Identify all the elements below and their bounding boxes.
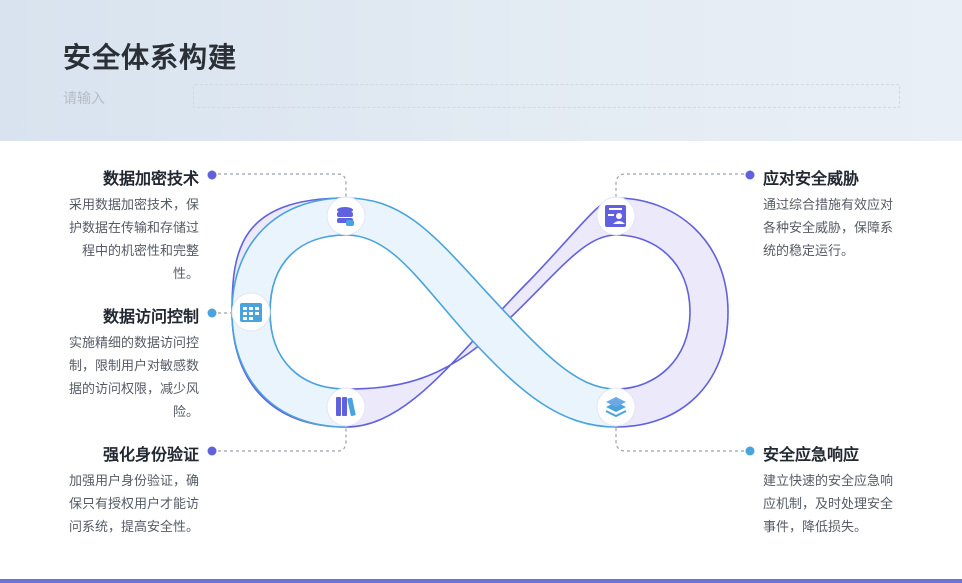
database-icon [326, 196, 366, 236]
connector-1 [218, 173, 347, 198]
bullet-dot-2 [207, 308, 217, 318]
item-title-access-control: 数据访问控制 [102, 307, 199, 326]
books-icon [326, 387, 366, 427]
bottom-accent-bar [0, 579, 962, 583]
bullet-dot-4 [745, 170, 755, 180]
item-desc-emergency: 建立快速的安全应急响应机制，及时处理安全事件，降低损失。 [763, 474, 894, 535]
subtitle-placeholder[interactable]: 请输入 [63, 91, 105, 107]
connectors [218, 173, 744, 452]
item-title-emergency: 安全应急响应 [763, 445, 860, 464]
item-title-threats: 应对安全威胁 [763, 169, 860, 188]
calendar-grid-icon [231, 292, 271, 332]
bullet-dot-5 [745, 446, 755, 456]
item-title-encryption: 数据加密技术 [102, 169, 199, 188]
item-desc-threats: 通过综合措施有效应对各种安全威胁，保障系统的稳定运行。 [763, 198, 894, 259]
blue-band [231, 197, 617, 428]
user-card-icon [596, 196, 636, 236]
connector-3 [218, 427, 347, 452]
layers-icon [596, 387, 636, 427]
item-desc-access-control: 实施精细的数据访问控制，限制用户对敏感数据的访问权限，减少风险。 [68, 336, 199, 420]
item-desc-encryption: 采用数据加密技术，保护数据在传输和存储过程中的机密性和完整性。 [68, 198, 199, 282]
header-banner: 安全体系构建 请输入 [0, 0, 962, 141]
bullet-dot-1 [207, 170, 217, 180]
item-desc-authentication: 加强用户身份验证，确保只有授权用户才能访问系统，提高安全性。 [68, 474, 199, 535]
page-title: 安全体系构建 [63, 41, 238, 74]
subtitle-input-box[interactable] [193, 84, 900, 108]
connector-5 [615, 427, 744, 452]
item-title-authentication: 强化身份验证 [102, 445, 199, 464]
bullet-dot-3 [207, 446, 217, 456]
connector-4 [615, 173, 744, 198]
